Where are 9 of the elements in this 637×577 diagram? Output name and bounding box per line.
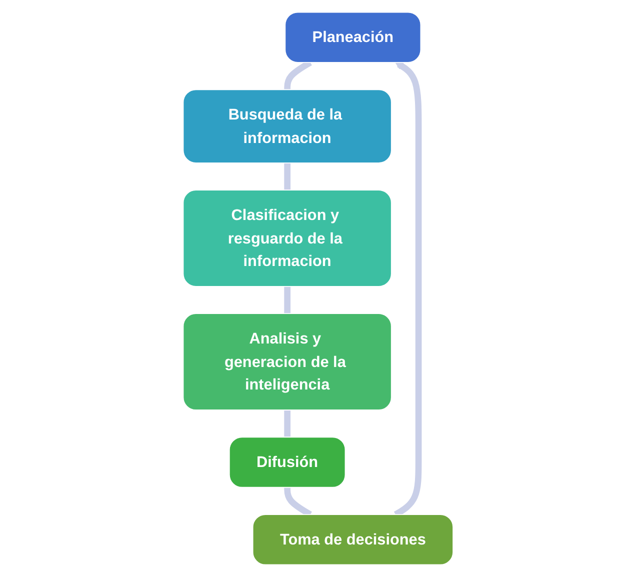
node-box: Clasificacion y resguardo de la informacion [183,190,392,287]
node-box: Busqueda de la informacion [183,89,392,164]
node-box: Planeación [285,12,422,63]
connector [284,162,291,191]
node-box: Difusión [229,436,346,488]
connector [284,286,291,315]
connector [284,409,291,438]
node-box: Toma de decisiones [252,514,454,566]
node-box: Analisis y generacion de la inteligencia [183,313,392,410]
